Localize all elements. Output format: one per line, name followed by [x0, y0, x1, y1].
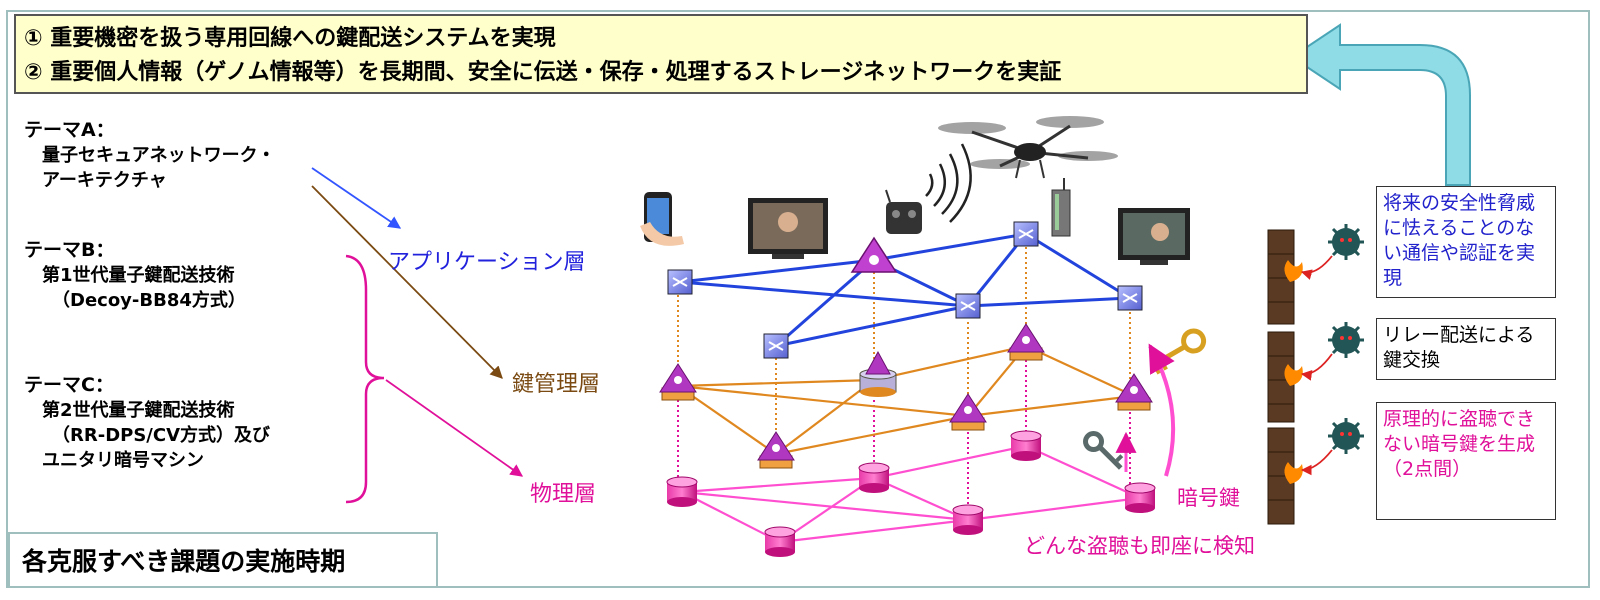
- goal-2: ② 重要個人情報（ゲノム情報等）を長期間、安全に伝送・保存・処理するストレージネ…: [24, 60, 1062, 85]
- label-key-management-layer: 鍵管理層: [512, 372, 601, 397]
- label-crypto-key: 暗号鍵: [1177, 486, 1240, 510]
- theme-a-title: テーマA：: [24, 119, 115, 141]
- goal-box: ① 重要機密を扱う専用回線への鍵配送システムを実現 ② 重要個人情報（ゲノム情報…: [14, 14, 1308, 94]
- box-future-safety: 将来の安全性脅威に怯えることのない通信や認証を実現: [1376, 186, 1556, 298]
- theme-b-line-1: 第1世代量子鍵配送技術: [42, 265, 235, 286]
- theme-c-line-2: （RR-DPS/CV方式）及び: [52, 425, 271, 446]
- theme-b: テーマB： 第1世代量子鍵配送技術 （Decoy-BB84方式）: [24, 238, 246, 313]
- bottom-schedule-label: 各克服すべき課題の実施時期: [8, 532, 438, 588]
- theme-a-line-1: 量子セキュアネットワーク・: [42, 145, 276, 166]
- box-principle: 原理的に盗聴できない暗号鍵を生成（2点間）: [1376, 402, 1556, 520]
- label-physical-layer: 物理層: [530, 482, 597, 507]
- theme-c-line-3: ユニタリ暗号マシン: [42, 450, 204, 471]
- theme-a-line-2: アーキテクチャ: [42, 170, 167, 191]
- theme-b-title: テーマB：: [24, 239, 115, 261]
- outer-frame: [6, 10, 1590, 588]
- theme-c-line-1: 第2世代量子鍵配送技術: [42, 400, 235, 421]
- theme-c: テーマC： 第2世代量子鍵配送技術 （RR-DPS/CV方式）及び ユニタリ暗号…: [24, 373, 270, 473]
- theme-b-line-2: （Decoy-BB84方式）: [52, 290, 246, 311]
- theme-a: テーマA： 量子セキュアネットワーク・ アーキテクチャ: [24, 118, 275, 193]
- box-relay-exchange: リレー配送による鍵交換: [1376, 318, 1556, 380]
- theme-c-title: テーマC：: [24, 374, 114, 396]
- goal-1: ① 重要機密を扱う専用回線への鍵配送システムを実現: [24, 26, 556, 51]
- label-application-layer: アプリケーション層: [388, 250, 586, 275]
- label-instant-detection: どんな盗聴も即座に検知: [1024, 534, 1255, 558]
